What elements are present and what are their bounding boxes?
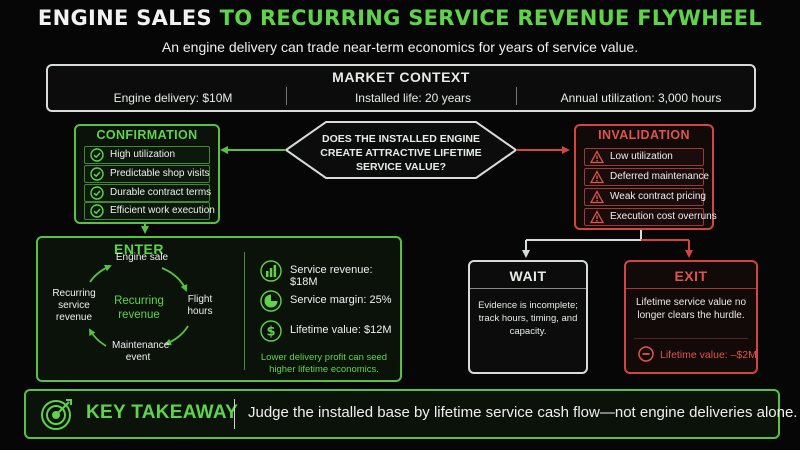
invalidation-item-label: Deferred maintenance: [610, 171, 709, 182]
exit-lifetime-value: Lifetime value: –$2M: [660, 349, 757, 361]
pie-chart-icon: [260, 290, 282, 312]
cycle-step-engine-sale: Engine sale: [115, 252, 169, 263]
key-takeaway-text: Judge the installed base by lifetime ser…: [248, 404, 798, 421]
wait-body: Evidence is incomplete; track hours, tim…: [478, 300, 578, 337]
market-annual-utilization: Annual utilization: 3,000 hours: [560, 91, 722, 105]
invalidation-item-label: Weak contract pricing: [610, 191, 706, 202]
wait-panel: WAIT Evidence is incomplete; track hours…: [468, 260, 588, 374]
key-takeaway-divider: [234, 399, 235, 429]
warning-triangle-icon: [590, 170, 604, 184]
check-circle-icon: [90, 148, 104, 162]
invalidation-item: Execution cost overruns: [584, 208, 717, 226]
exit-panel: EXIT Lifetime service value no longer cl…: [624, 260, 758, 374]
cycle-step-flight-hours: Flight hours: [187, 294, 213, 317]
enter-title: ENTER: [114, 241, 164, 257]
confirmation-item: High utilization: [84, 146, 210, 164]
invalidation-item-label: Execution cost overruns: [610, 211, 717, 222]
warning-triangle-icon: [590, 210, 604, 224]
market-divider: [516, 87, 517, 105]
warning-triangle-icon: [590, 150, 604, 164]
exit-body: Lifetime service value no longer clears …: [635, 297, 747, 321]
market-context-title: MARKET CONTEXT: [332, 69, 470, 85]
svg-text:$: $: [266, 325, 275, 340]
bar-chart-icon: [260, 260, 282, 282]
metric-lifetime-value: Lifetime value: $12M: [290, 324, 392, 336]
page-title: ENGINE SALES TO RECURRING SERVICE REVENU…: [0, 6, 800, 30]
confirmation-item-label: Predictable shop visits: [110, 168, 210, 179]
decision-question: DOES THE INSTALLED ENGINE CREATE ATTRACT…: [320, 133, 482, 173]
exit-title: EXIT: [674, 268, 708, 284]
confirmation-title: CONFIRMATION: [96, 128, 198, 142]
confirmation-item: Durable contract terms: [84, 184, 212, 202]
invalidation-item: Deferred maintenance: [584, 168, 709, 186]
check-circle-icon: [90, 186, 104, 200]
market-engine-delivery: Engine delivery: $10M: [113, 91, 233, 105]
page-subtitle: An engine delivery can trade near-term e…: [161, 39, 639, 55]
invalidation-item-label: Low utilization: [610, 151, 673, 162]
market-installed-life: Installed life: 20 years: [354, 91, 472, 105]
check-circle-icon: [90, 167, 104, 181]
cycle-step-maintenance-event: Maintenance event: [112, 340, 170, 363]
invalidation-panel: INVALIDATION Low utilization Deferred ma…: [574, 124, 717, 230]
confirmation-item-label: Durable contract terms: [110, 187, 212, 198]
metric-service-revenue: Service revenue: $18M: [290, 264, 373, 288]
invalidation-item: Weak contract pricing: [584, 188, 706, 206]
enter-note: Lower delivery profit can seed higher li…: [260, 352, 388, 375]
exit-separator: [634, 338, 748, 339]
confirmation-panel: CONFIRMATION High utilization Predictabl…: [74, 124, 220, 224]
key-takeaway-banner: KEY TAKEAWAY Judge the installed base by…: [24, 389, 797, 439]
title-white-part: ENGINE SALES: [37, 6, 212, 30]
exit-divider: [626, 288, 756, 289]
enter-panel: ENTER Engine sale Flight hours Maintenan…: [36, 236, 402, 382]
confirmation-item-label: Efficient work execution: [110, 205, 215, 216]
cycle-step-recurring-service-revenue: Recurring service revenue: [52, 288, 96, 323]
confirmation-item-label: High utilization: [110, 149, 176, 160]
enter-divider: [244, 252, 245, 370]
warning-triangle-icon: [590, 190, 604, 204]
metric-service-margin: Service margin: 25%: [290, 294, 392, 306]
confirmation-item: Predictable shop visits: [84, 165, 210, 183]
flywheel-cycle-arrows: [89, 264, 189, 347]
minus-circle-icon: [638, 346, 654, 362]
check-circle-icon: [90, 204, 104, 218]
title-green-part: TO RECURRING SERVICE REVENUE FLYWHEEL: [219, 6, 763, 30]
market-context-panel: MARKET CONTEXT Engine delivery: $10M Ins…: [46, 64, 756, 112]
dollar-icon: $: [260, 320, 282, 342]
cycle-center-label: Recurring revenue: [114, 295, 164, 321]
wait-title: WAIT: [509, 268, 547, 284]
confirmation-item: Efficient work execution: [84, 202, 215, 220]
market-divider: [286, 87, 287, 105]
invalidation-item: Low utilization: [584, 148, 704, 166]
target-icon: [41, 399, 72, 430]
wait-divider: [470, 288, 586, 289]
invalidation-title: INVALIDATION: [598, 128, 690, 142]
key-takeaway-label: KEY TAKEAWAY: [86, 402, 239, 423]
